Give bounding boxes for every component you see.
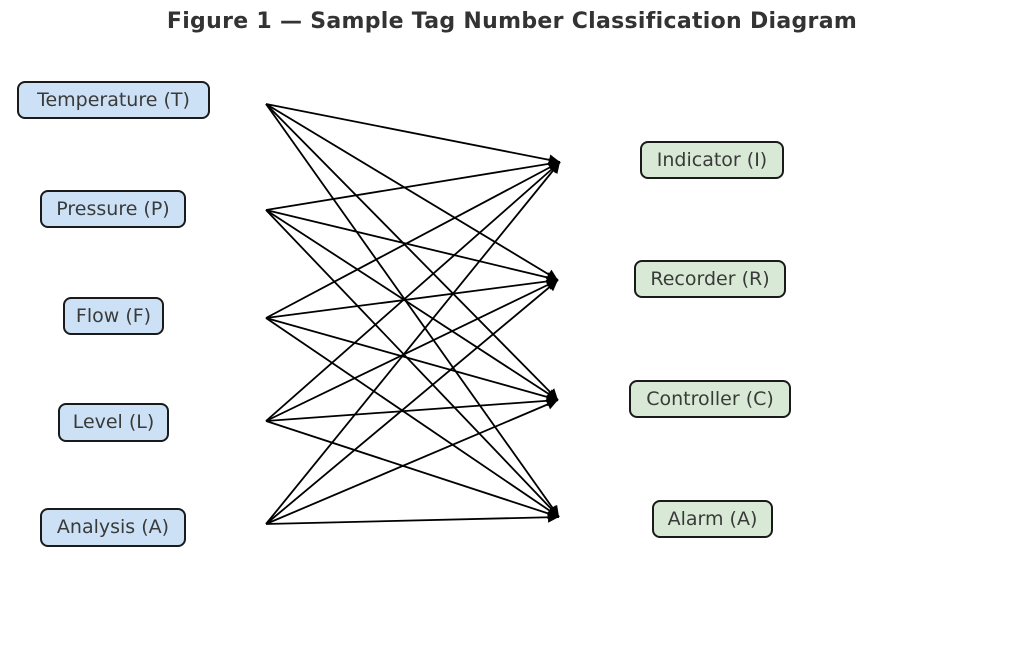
edge-A-C — [265, 399, 559, 525]
figure-title: Figure 1 — Sample Tag Number Classificat… — [166, 9, 858, 34]
edge-P-C — [265, 209, 559, 401]
edge-A-R — [265, 279, 559, 525]
edge-A-AL — [265, 511, 560, 525]
edge-A-I — [265, 161, 561, 525]
node-flow: Flow (F) — [63, 297, 164, 335]
node-pressure: Pressure (P) — [40, 190, 186, 228]
node-alarm: Alarm (A) — [652, 500, 773, 538]
edge-T-AL — [265, 103, 560, 518]
edge-F-C — [265, 317, 559, 403]
node-temperature: Temperature (T) — [17, 81, 210, 119]
edge-P-R — [265, 209, 559, 283]
edge-F-R — [265, 275, 559, 319]
node-controller: Controller (C) — [629, 380, 791, 418]
node-analysis: Analysis (A) — [40, 508, 186, 547]
edge-F-AL — [265, 317, 560, 518]
node-level: Level (L) — [58, 403, 169, 442]
edge-L-AL — [265, 420, 560, 519]
edge-F-I — [265, 161, 561, 319]
edge-P-AL — [265, 209, 560, 518]
edge-T-I — [265, 103, 561, 166]
edge-P-I — [265, 158, 561, 211]
node-recorder: Recorder (R) — [634, 260, 786, 298]
edge-group — [265, 103, 561, 525]
edge-L-R — [265, 279, 559, 422]
edge-L-C — [265, 395, 559, 422]
node-indicator: Indicator (I) — [640, 141, 784, 179]
edge-L-I — [265, 161, 561, 422]
edge-T-R — [265, 103, 559, 281]
edge-T-C — [265, 103, 559, 401]
